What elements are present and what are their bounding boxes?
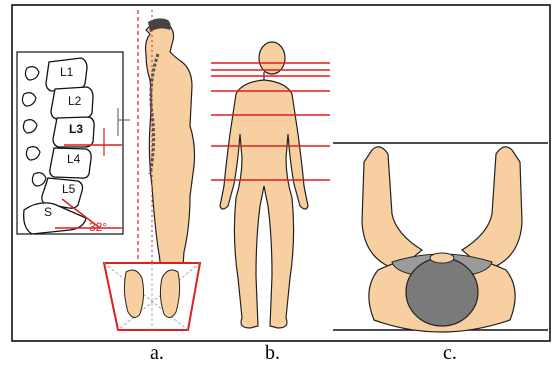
foot-plate (104, 263, 200, 330)
sacral-angle-label: 32° (89, 220, 107, 234)
label-l3: L3 (69, 122, 83, 136)
caption-c: c. (443, 343, 457, 363)
label-l5: L5 (62, 182, 76, 196)
label-l2: L2 (68, 94, 82, 108)
label-l4: L4 (67, 152, 81, 166)
nose (430, 253, 454, 263)
caption-a: a. (150, 343, 164, 363)
left-arm (362, 147, 422, 270)
front-view-figure (211, 42, 330, 328)
lumbar-spine-inset: L1 L2 L3 L4 L5 S 32° (17, 52, 130, 234)
left-footprint (124, 270, 143, 318)
label-s: S (44, 205, 52, 219)
caption-b: b. (265, 343, 280, 363)
head-top (406, 258, 478, 326)
right-arm (462, 147, 522, 270)
desk-top-view (333, 143, 548, 332)
right-footprint (160, 270, 179, 318)
label-l1: L1 (60, 65, 74, 79)
front-body (220, 72, 308, 328)
